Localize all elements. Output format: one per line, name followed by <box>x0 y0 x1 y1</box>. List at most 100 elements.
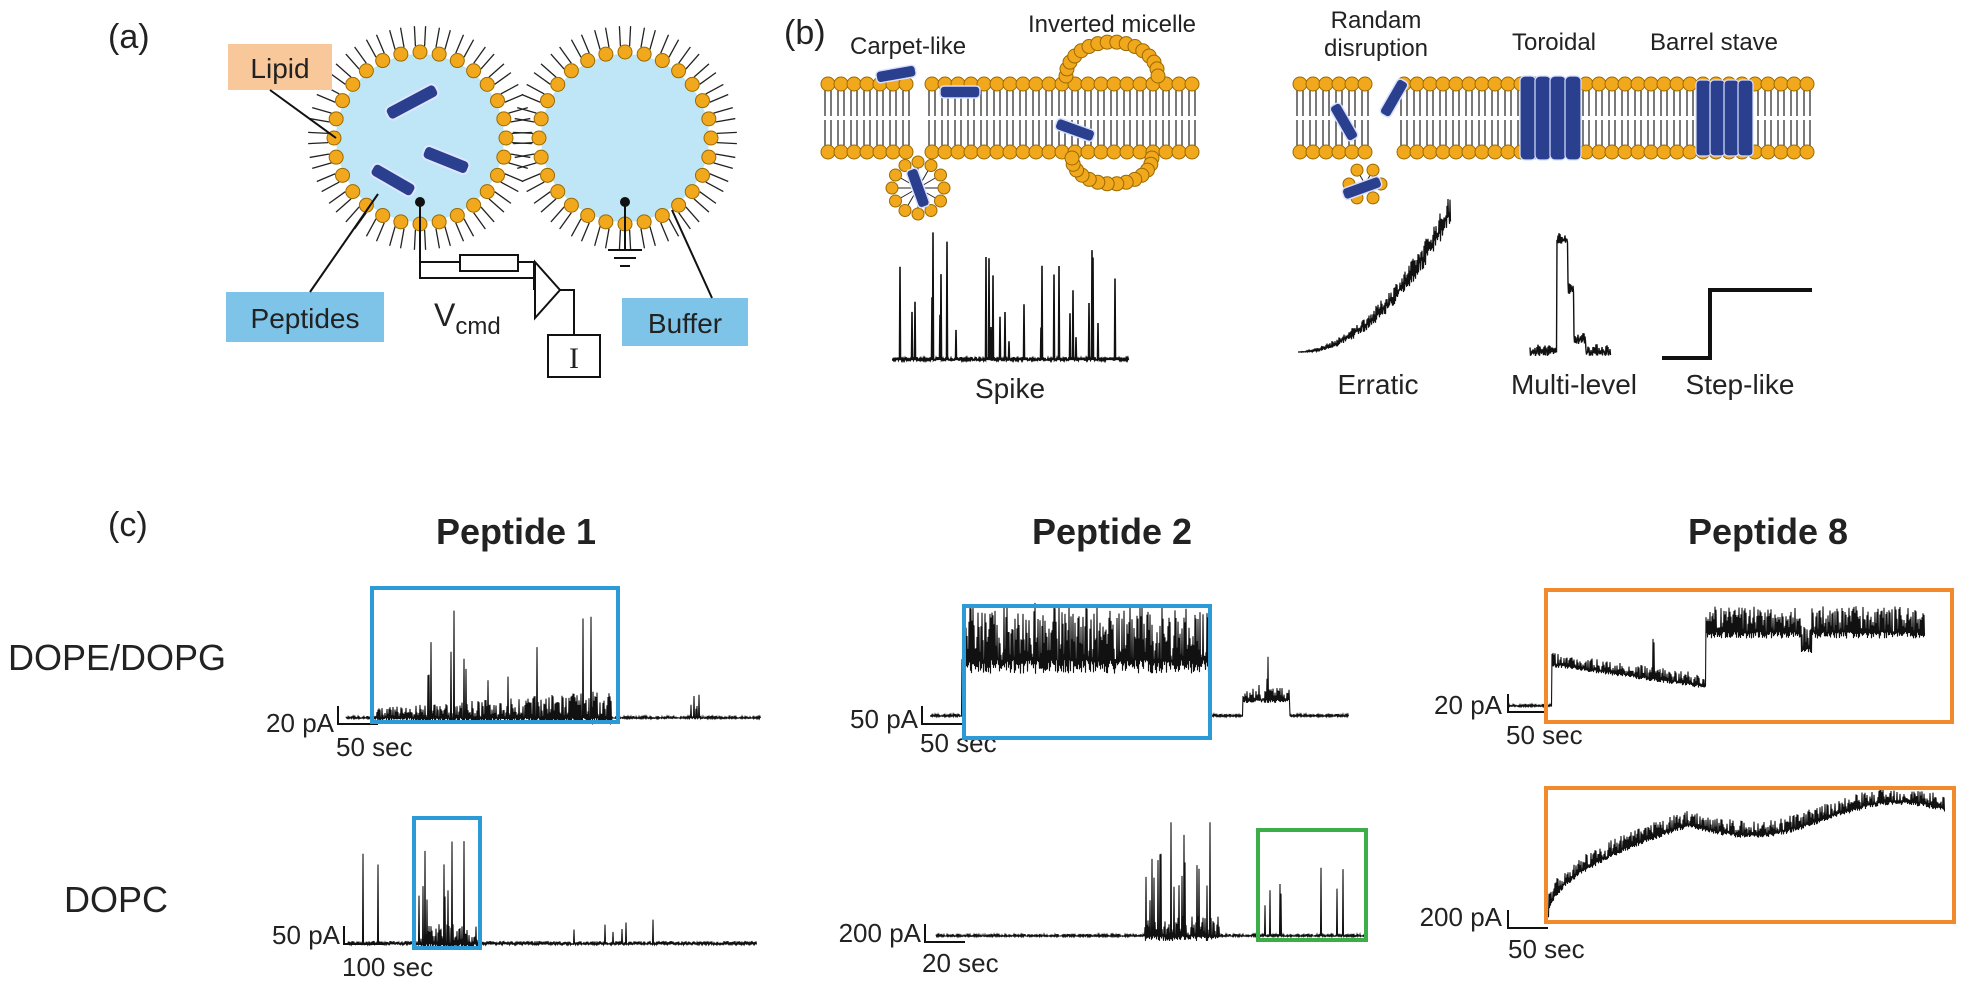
lipid-head <box>1617 144 1633 160</box>
peptide-rod <box>1054 117 1096 143</box>
lipid-head <box>1669 144 1685 160</box>
lipid-head <box>1487 144 1503 160</box>
lipid-head <box>533 149 549 165</box>
lipid-tail <box>709 93 729 103</box>
panel-a-label: (a) <box>108 18 150 56</box>
lipid-head <box>1366 163 1380 177</box>
lipid-tail <box>649 226 656 246</box>
lipid-head <box>1669 76 1685 92</box>
lipid-head <box>1184 144 1200 160</box>
current-trace-p2-dope <box>929 602 1350 719</box>
spike-trace <box>891 232 1130 364</box>
lipid-head <box>846 76 862 92</box>
lipid-head <box>1682 144 1698 160</box>
mechanism-random-label-1: Randam <box>1331 7 1422 34</box>
lipid-tail <box>705 181 724 193</box>
lipid-head <box>1500 76 1516 92</box>
lipid-head <box>1080 144 1096 160</box>
lipid-head <box>412 44 428 60</box>
lipid-head <box>531 130 547 146</box>
lipid-head <box>375 53 391 69</box>
panel-b-label: (b) <box>784 14 826 52</box>
lipid-tail <box>309 153 330 159</box>
lipid-head <box>1474 76 1490 92</box>
lipid-head <box>328 149 344 165</box>
lipid-head <box>859 144 875 160</box>
scale-current-p2-bot: 200 pA <box>839 918 922 948</box>
lipid-head <box>1591 76 1607 92</box>
lipid-tail <box>500 181 519 193</box>
lipid-tail <box>693 63 710 78</box>
lipid-head <box>1028 144 1044 160</box>
lipid-tail <box>660 222 670 242</box>
trace-type-spike: Spike <box>975 373 1045 404</box>
lipid-head <box>911 207 925 221</box>
lipid-tail <box>365 39 377 58</box>
lipid-head <box>431 46 447 62</box>
lipid-tail <box>328 191 346 204</box>
lipid-tail <box>628 229 632 250</box>
lipid-tail <box>312 107 332 114</box>
lipid-tail <box>640 27 646 48</box>
lipid-tail <box>473 46 486 64</box>
lipid-head <box>1305 144 1321 160</box>
current-trace-p8-dope <box>1507 606 1926 709</box>
lipid-tail <box>399 228 405 249</box>
lipid-head <box>1643 76 1659 92</box>
lipid-head <box>833 144 849 160</box>
lipid-tail <box>389 30 396 50</box>
peptide-rod <box>1564 75 1582 161</box>
lipid-tail <box>521 173 541 183</box>
lipid-tail <box>504 93 524 103</box>
lipid-head <box>1448 144 1464 160</box>
lipid-head <box>540 167 556 183</box>
lipid-tail <box>480 206 495 223</box>
lipid-head <box>580 207 596 223</box>
lipid-head <box>1184 76 1200 92</box>
peptide-rod <box>1737 79 1754 157</box>
lipid-tail <box>705 83 724 95</box>
lipid-tail <box>580 34 590 54</box>
lipid-head <box>911 155 925 169</box>
lipid-head <box>335 93 351 109</box>
lipid-tail <box>514 117 535 123</box>
highlight-box-spike <box>370 586 620 724</box>
buffer-label: Buffer <box>648 308 722 339</box>
lipid-head <box>1171 144 1187 160</box>
lipid-tail <box>618 229 622 250</box>
lipid-head <box>1331 144 1347 160</box>
peptides-pointer <box>309 193 379 293</box>
lipid-head <box>989 76 1005 92</box>
lipid-head <box>540 93 556 109</box>
lipid-head <box>375 207 391 223</box>
buffer-label-box <box>622 298 748 346</box>
scale-current-p1-bot: 50 pA <box>272 920 341 950</box>
lipid-tail <box>533 72 551 85</box>
lipid-tail <box>709 173 729 183</box>
lipid-head <box>885 144 901 160</box>
lipid-head <box>950 144 966 160</box>
lipid-head <box>1422 76 1438 92</box>
lipid-head <box>1158 144 1174 160</box>
column-title-peptide-8: Peptide 8 <box>1688 511 1848 552</box>
lipid-head <box>345 76 361 92</box>
lipid-head <box>1318 144 1334 160</box>
lipid-head <box>1682 76 1698 92</box>
lipid-tail <box>713 107 733 114</box>
lipid-head <box>1292 76 1308 92</box>
lipid-tail <box>678 46 691 64</box>
lipid-head <box>393 46 409 62</box>
lipid-head <box>1591 144 1607 160</box>
lipid-tail <box>455 222 465 242</box>
lipid-head <box>1093 76 1109 92</box>
column-title-peptide-2: Peptide 2 <box>1032 511 1192 552</box>
lipid-tail <box>685 53 700 70</box>
vcmd-label: Vcmd <box>434 297 501 340</box>
peptides-label-box <box>226 292 384 342</box>
lipid-head <box>671 63 687 79</box>
lipid-head <box>498 130 514 146</box>
lipid-tail <box>335 198 352 213</box>
lipid-tail <box>570 39 582 58</box>
lipid-head <box>550 184 566 200</box>
lipid-tail <box>517 162 537 169</box>
